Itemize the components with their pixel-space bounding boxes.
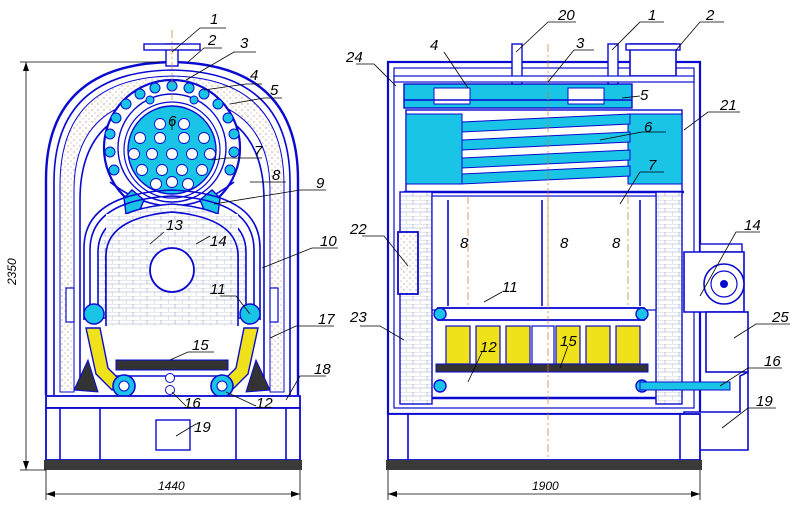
side-label-22: 22 (349, 221, 367, 238)
front-left-side-collector (83, 303, 105, 325)
front-label-14: 14 (210, 233, 227, 250)
side-label-19: 19 (756, 393, 773, 410)
side-label-1: 1 (648, 7, 656, 24)
side-peep-door (397, 231, 419, 295)
side-labels: 1 2 3 4 5 6 7 8 8 8 11 12 14 15 16 19 20… (345, 7, 789, 410)
dim-width-side: 1900 (532, 479, 559, 493)
side-view (386, 43, 749, 470)
front-left-hopper (73, 358, 99, 393)
side-furnace (431, 195, 657, 311)
side-label-8c: 8 (612, 235, 621, 252)
side-label-15: 15 (560, 333, 577, 350)
side-tube-rows (461, 113, 631, 185)
front-label-7: 7 (254, 143, 263, 160)
side-floor-strip (386, 460, 702, 470)
front-label-10: 10 (320, 233, 337, 250)
side-pipe (639, 381, 731, 391)
side-label-23: 23 (349, 309, 367, 326)
front-label-11: 11 (210, 281, 226, 298)
front-label-15: 15 (192, 337, 209, 354)
front-label-5: 5 (270, 82, 279, 99)
front-peephole (149, 247, 195, 293)
side-nozzle-20 (511, 43, 523, 85)
front-floor-strip (44, 460, 302, 470)
front-label-13: 13 (166, 217, 183, 234)
side-label-25: 25 (771, 309, 789, 326)
side-label-5: 5 (640, 87, 649, 104)
dim-width-front: 1440 (158, 479, 185, 493)
front-dimensions: 2350 1440 (5, 61, 301, 500)
side-label-11: 11 (502, 279, 518, 296)
front-label-3: 3 (240, 35, 249, 52)
leader-lines (149, 21, 790, 437)
front-label-1: 1 (210, 11, 218, 28)
front-label-2: 2 (207, 32, 217, 49)
side-label-20: 20 (557, 7, 575, 24)
front-grate (115, 359, 229, 371)
side-base-frame (387, 413, 701, 461)
side-label-8b: 8 (560, 235, 569, 252)
front-labels: 1 2 3 4 5 6 7 8 9 10 11 12 13 14 15 16 1… (166, 11, 337, 436)
front-label-19: 19 (194, 419, 211, 436)
side-label-6: 6 (644, 119, 653, 136)
side-label-3: 3 (576, 35, 585, 52)
front-label-9: 9 (316, 175, 325, 192)
front-label-12: 12 (256, 395, 273, 412)
side-nozzle-1 (607, 43, 619, 85)
side-side-collector (437, 307, 645, 321)
side-label-2: 2 (705, 7, 715, 24)
front-view (44, 30, 302, 470)
side-yellow-screens (445, 325, 641, 365)
side-label-12: 12 (480, 339, 497, 356)
front-label-8: 8 (272, 167, 281, 184)
front-label-4: 4 (250, 67, 258, 84)
front-right-hopper (245, 358, 271, 393)
side-left-brick-wall (399, 191, 433, 405)
side-label-24: 24 (345, 49, 363, 66)
side-right-brick-wall (655, 191, 683, 405)
front-label-17: 17 (318, 311, 335, 328)
front-outer-tube-ring (104, 80, 240, 176)
side-fan (683, 243, 745, 313)
side-label-21: 21 (719, 97, 737, 114)
front-ash-door (155, 419, 191, 451)
side-label-4: 4 (430, 37, 438, 54)
dim-height: 2350 (5, 258, 19, 286)
side-dimensions: 1900 (387, 470, 701, 500)
side-grate (435, 363, 649, 373)
side-label-7: 7 (648, 157, 657, 174)
side-label-8a: 8 (460, 235, 469, 252)
side-label-16: 16 (764, 353, 781, 370)
front-label-6: 6 (168, 113, 177, 130)
side-air-duct (705, 311, 749, 373)
front-label-18: 18 (314, 361, 331, 378)
front-label-16: 16 (184, 395, 201, 412)
side-label-14: 14 (744, 217, 761, 234)
